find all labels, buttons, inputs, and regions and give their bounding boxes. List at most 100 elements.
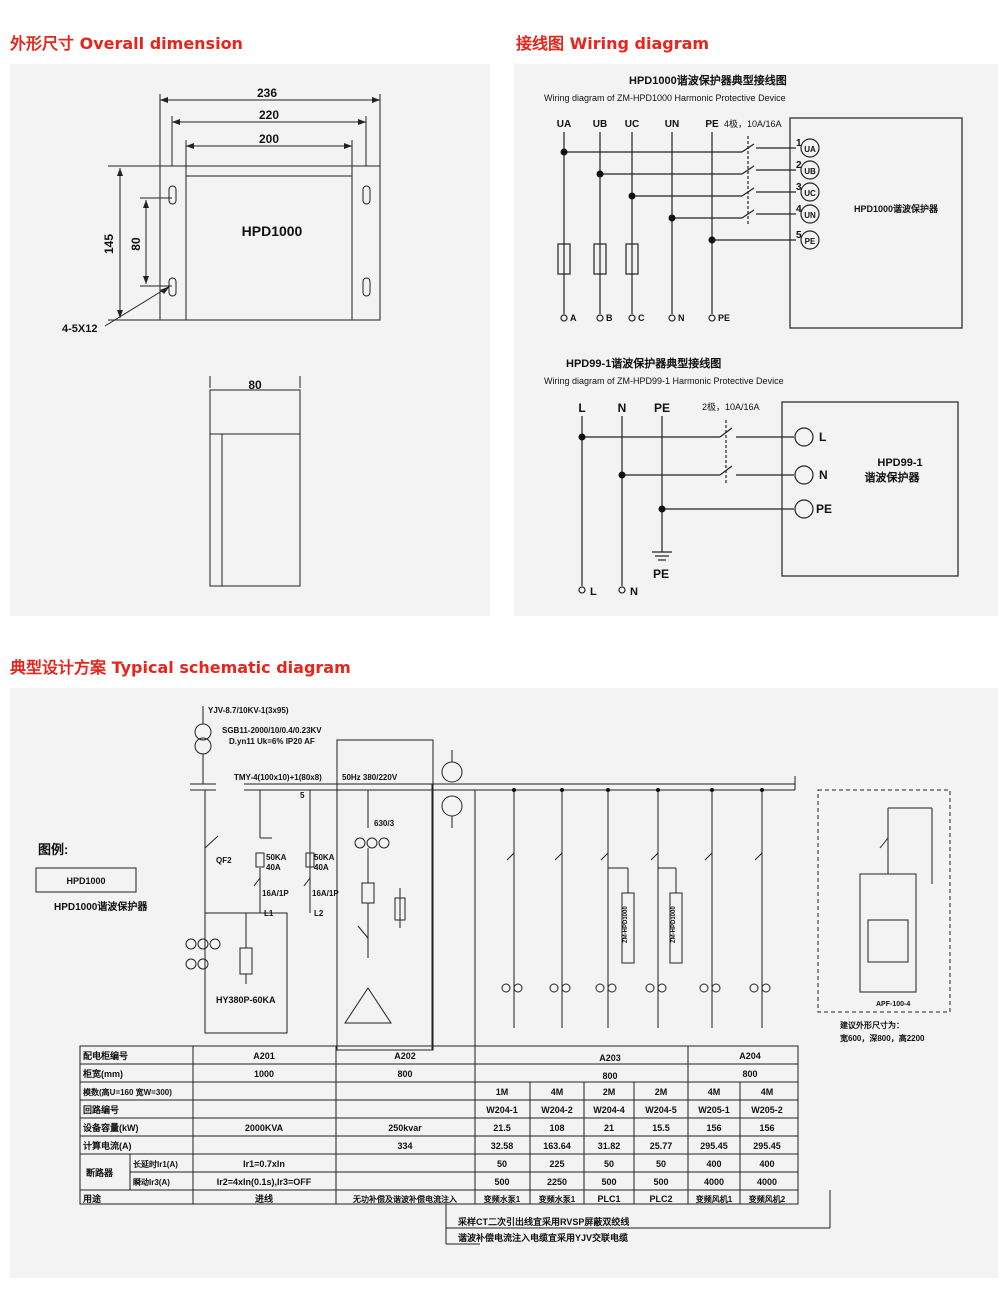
- cab-a203-width: 800: [602, 1071, 617, 1081]
- w1-bottom-a: A: [570, 313, 577, 323]
- sch-apf-note1: 建议外形尺寸为：: [839, 1020, 904, 1030]
- c6-use: 变频风机2: [749, 1194, 786, 1204]
- schematic-drawing: YJV-8.7/10KV-1(3x95) SGB11-2000/10/0.4/0…: [35, 706, 951, 1245]
- sch-apf: APF-100-4: [876, 1001, 910, 1008]
- circuit-w204-2: 4M W204-2 108 163.64 225 2250 变频水泵1: [539, 1087, 576, 1204]
- sch-l2: L2: [314, 909, 324, 918]
- w2-breaker: 2极，10A/16A: [702, 401, 760, 412]
- w1-top-ua: UA: [557, 119, 571, 130]
- overall-dimension-title-en: Overall dimension: [79, 34, 243, 53]
- dim-236: 236: [257, 86, 277, 100]
- dimension-panel: 236 220 200 145 80 HPD1000 4-5X12 80: [10, 64, 490, 616]
- sch-freq: 50Hz 380/220V: [342, 773, 398, 782]
- w1-term2-num: 2: [796, 160, 802, 171]
- w2-bottom-n: N: [630, 586, 638, 598]
- sch-cable: YJV-8.7/10KV-1(3x95): [208, 706, 289, 715]
- dim-220: 220: [259, 108, 279, 122]
- c6-ir1: 400: [759, 1159, 774, 1169]
- c6-module: 4M: [761, 1087, 774, 1097]
- sch-device-vert-1: ZM-HPD1000: [623, 906, 629, 943]
- w1-term5: PE: [805, 237, 816, 246]
- sch-note1: 采样CT二次引出线宜采用RVSP屏蔽双绞线: [457, 1216, 629, 1227]
- w1-bottom-pe: PE: [718, 313, 730, 323]
- typical-schematic-title-cn: 典型设计方案: [10, 658, 107, 677]
- w1-device: HPD1000谐波保护器: [854, 203, 939, 214]
- w2-top-pe: PE: [654, 401, 670, 415]
- c4-module: 2M: [655, 1087, 668, 1097]
- sch-qf: QF2: [216, 856, 232, 865]
- c1-amp: 32.58: [491, 1141, 514, 1151]
- c2-use: 变频水泵1: [539, 1194, 576, 1204]
- row-label-module: 模数(高U=160 宽W=300): [83, 1087, 172, 1097]
- circuit-w205-2: 4M W205-2 156 295.45 400 4000 变频风机2: [749, 1087, 786, 1204]
- c1-kw: 21.5: [493, 1123, 511, 1133]
- sch-ct: 630/3: [374, 819, 395, 828]
- typical-schematic-title: 典型设计方案 Typical schematic diagram: [10, 654, 351, 678]
- w1-bottom-b: B: [606, 313, 613, 323]
- c3-use: PLC1: [597, 1194, 620, 1204]
- c1-ir1: 50: [497, 1159, 507, 1169]
- sch-mcb2: 16A/1P: [312, 889, 339, 898]
- c2-ir1: 225: [549, 1159, 564, 1169]
- holes-label: 4-5X12: [62, 323, 97, 335]
- w2-top-n: N: [618, 401, 627, 415]
- sch-l1: L1: [264, 909, 274, 918]
- legend-title: 图例:: [38, 842, 68, 857]
- wiring2-title: HPD99-1谐波保护器典型接线图: [566, 356, 721, 370]
- c6-ir3: 4000: [757, 1177, 777, 1187]
- w2-device-model: HPD99-1: [877, 457, 922, 469]
- wiring-diagram-title: 接线图 Wiring diagram: [516, 30, 709, 54]
- c2-amp: 163.64: [543, 1141, 571, 1151]
- circuit-w205-1: 4M W205-1 156 295.45 400 4000 变频风机1: [696, 1087, 733, 1204]
- c3-amp: 31.82: [598, 1141, 621, 1151]
- wiring1-subtitle: Wiring diagram of ZM-HPD1000 Harmonic Pr…: [544, 93, 786, 103]
- w1-term3: UC: [804, 189, 816, 198]
- typical-schematic-title-en: Typical schematic diagram: [111, 658, 351, 677]
- sch-bus-num: 5: [300, 791, 305, 800]
- c4-use: PLC2: [649, 1194, 672, 1204]
- wiring-diagram-title-cn: 接线图: [516, 34, 565, 53]
- overall-dimension-title-cn: 外形尺寸: [10, 34, 75, 53]
- w1-term1: UA: [804, 145, 816, 154]
- wiring2-subtitle: Wiring diagram of ZM-HPD99-1 Harmonic Pr…: [544, 376, 784, 386]
- sch-spd2-b: 40A: [314, 863, 329, 872]
- w1-term3-num: 3: [796, 182, 802, 193]
- row-label-circuit: 回路编号: [83, 1104, 119, 1115]
- c5-code: W205-1: [698, 1105, 730, 1115]
- legend-desc: HPD1000谐波保护器: [54, 900, 148, 913]
- sch-busbar: TMY-4(100x10)+1(80x8): [234, 773, 322, 782]
- c1-code: W204-1: [486, 1105, 518, 1115]
- c4-code: W204-5: [645, 1105, 677, 1115]
- c5-ir3: 4000: [704, 1177, 724, 1187]
- wiring-panel: HPD1000谐波保护器典型接线图 Wiring diagram of ZM-H…: [514, 64, 998, 616]
- w2-term-l: L: [819, 430, 826, 444]
- row-label-current: 计算电流(A): [83, 1140, 132, 1151]
- c6-amp: 295.45: [753, 1141, 781, 1151]
- c5-amp: 295.45: [700, 1141, 728, 1151]
- dim-200: 200: [259, 132, 279, 146]
- c5-ir1: 400: [706, 1159, 721, 1169]
- w1-bottom-c: C: [638, 313, 645, 323]
- c5-module: 4M: [708, 1087, 721, 1097]
- circuit-w204-5: 2M W204-5 15.5 25.77 50 500 PLC2: [645, 1087, 677, 1204]
- cab-a201-width: 1000: [254, 1069, 274, 1079]
- wiring1-title: HPD1000谐波保护器典型接线图: [629, 73, 787, 87]
- row-label-breaker: 断路器: [86, 1167, 114, 1178]
- cab-a201-capacity: 2000KVA: [245, 1123, 284, 1133]
- wiring-drawing: HPD1000谐波保护器典型接线图 Wiring diagram of ZM-H…: [544, 73, 963, 598]
- dimension-drawing: 236 220 200 145 80 HPD1000 4-5X12 80: [62, 86, 381, 587]
- w1-term4-num: 4: [796, 204, 802, 215]
- w1-bottom-n: N: [678, 313, 685, 323]
- w1-term1-num: 1: [796, 138, 802, 149]
- c1-use: 变频水泵1: [484, 1194, 521, 1204]
- c3-code: W204-4: [593, 1105, 625, 1115]
- w1-top-un: UN: [665, 119, 679, 130]
- cab-a204-width: 800: [742, 1069, 757, 1079]
- model-label: HPD1000: [242, 223, 303, 239]
- w1-term2: UB: [804, 167, 816, 176]
- c6-kw: 156: [759, 1123, 774, 1133]
- w1-top-pe: PE: [705, 119, 719, 130]
- sch-transformer: SGB11-2000/10/0.4/0.23KV: [222, 726, 322, 735]
- cab-a201-ir1: Ir1=0.7xIn: [243, 1159, 285, 1169]
- row-label-cabinet: 配电柜编号: [83, 1050, 128, 1061]
